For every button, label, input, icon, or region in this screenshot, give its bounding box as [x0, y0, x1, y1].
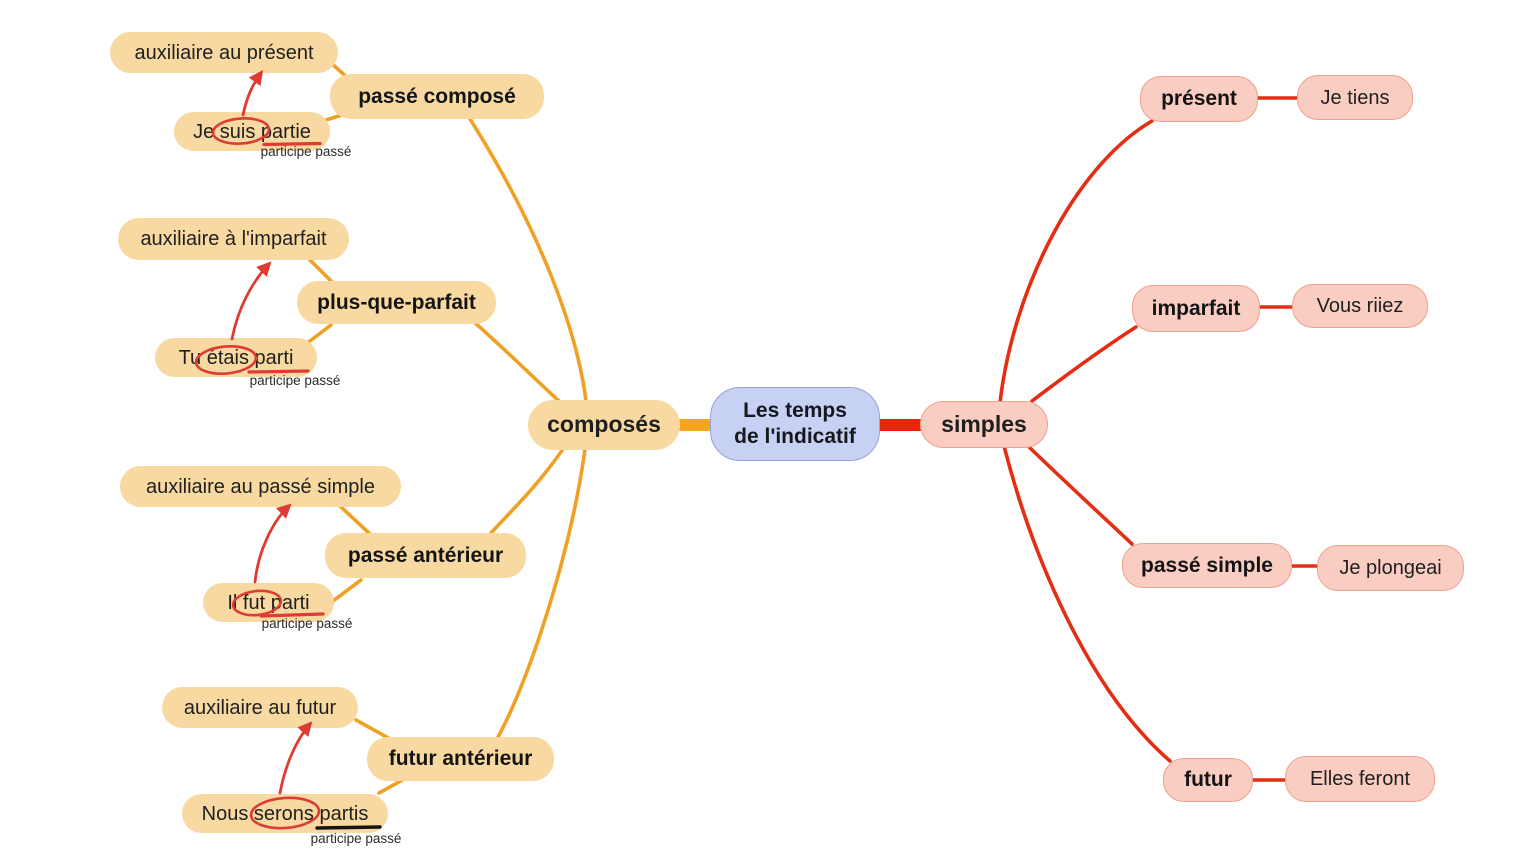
link-simples-futur: [1002, 444, 1172, 763]
node-imparfait[interactable]: imparfait: [1132, 285, 1260, 332]
link-aux-futur-futur-anterieur: [354, 718, 394, 742]
link-simples-imparfait: [1030, 325, 1138, 403]
node-example-il-fut-parti[interactable]: Il fut parti: [203, 583, 334, 622]
node-example-tu-etais-parti[interactable]: Tu étais parti: [155, 338, 317, 377]
link-passe-compose-composes: [468, 117, 588, 403]
link-simples-present: [998, 119, 1154, 405]
link-il-fut-parti-passe-anterieur: [331, 578, 363, 603]
node-simples-hub[interactable]: simples: [920, 401, 1048, 448]
node-auxiliaire-au-present[interactable]: auxiliaire au présent: [110, 32, 338, 73]
node-example-je-plongeai[interactable]: Je plongeai: [1317, 545, 1464, 591]
node-futur-anterieur[interactable]: futur antérieur: [367, 737, 554, 781]
center-title-line2: de l'indicatif: [734, 425, 856, 448]
node-auxiliaire-au-passe-simple[interactable]: auxiliaire au passé simple: [120, 466, 401, 507]
node-passe-compose[interactable]: passé composé: [330, 74, 544, 119]
link-simples-passe-simple: [1026, 444, 1134, 546]
node-example-je-suis-partie[interactable]: Je suis partie: [174, 112, 330, 151]
node-example-je-tiens[interactable]: Je tiens: [1297, 75, 1413, 120]
node-example-vous-riiez[interactable]: Vous riiez: [1292, 284, 1428, 328]
link-passe-anterieur-composes: [489, 447, 565, 535]
node-plus-que-parfait[interactable]: plus-que-parfait: [297, 281, 496, 324]
node-auxiliaire-a-l-imparfait[interactable]: auxiliaire à l'imparfait: [118, 218, 349, 260]
center-title-line1: Les temps: [743, 398, 847, 422]
node-passe-simple[interactable]: passé simple: [1122, 543, 1292, 588]
node-passe-anterieur[interactable]: passé antérieur: [325, 533, 526, 578]
node-example-nous-serons-partis[interactable]: Nous serons partis: [182, 794, 388, 833]
node-center-title[interactable]: Les temps de l'indicatif: [710, 387, 880, 461]
simple-links: [998, 96, 1319, 782]
link-plus-que-parfait-composes: [472, 320, 562, 404]
node-composes-hub[interactable]: composés: [528, 400, 680, 450]
link-tu-etais-parti-plus-que-parfait: [304, 323, 333, 346]
node-futur[interactable]: futur: [1163, 758, 1253, 802]
link-aux-imparfait-plus-que-parfait: [308, 258, 336, 286]
node-auxiliaire-au-futur[interactable]: auxiliaire au futur: [162, 687, 358, 728]
node-example-elles-feront[interactable]: Elles feront: [1285, 756, 1435, 802]
link-futur-anterieur-composes: [495, 447, 587, 741]
composed-links: [304, 61, 588, 795]
node-present[interactable]: présent: [1140, 76, 1258, 122]
link-aux-passe-simple-passe-anterieur: [338, 504, 373, 537]
